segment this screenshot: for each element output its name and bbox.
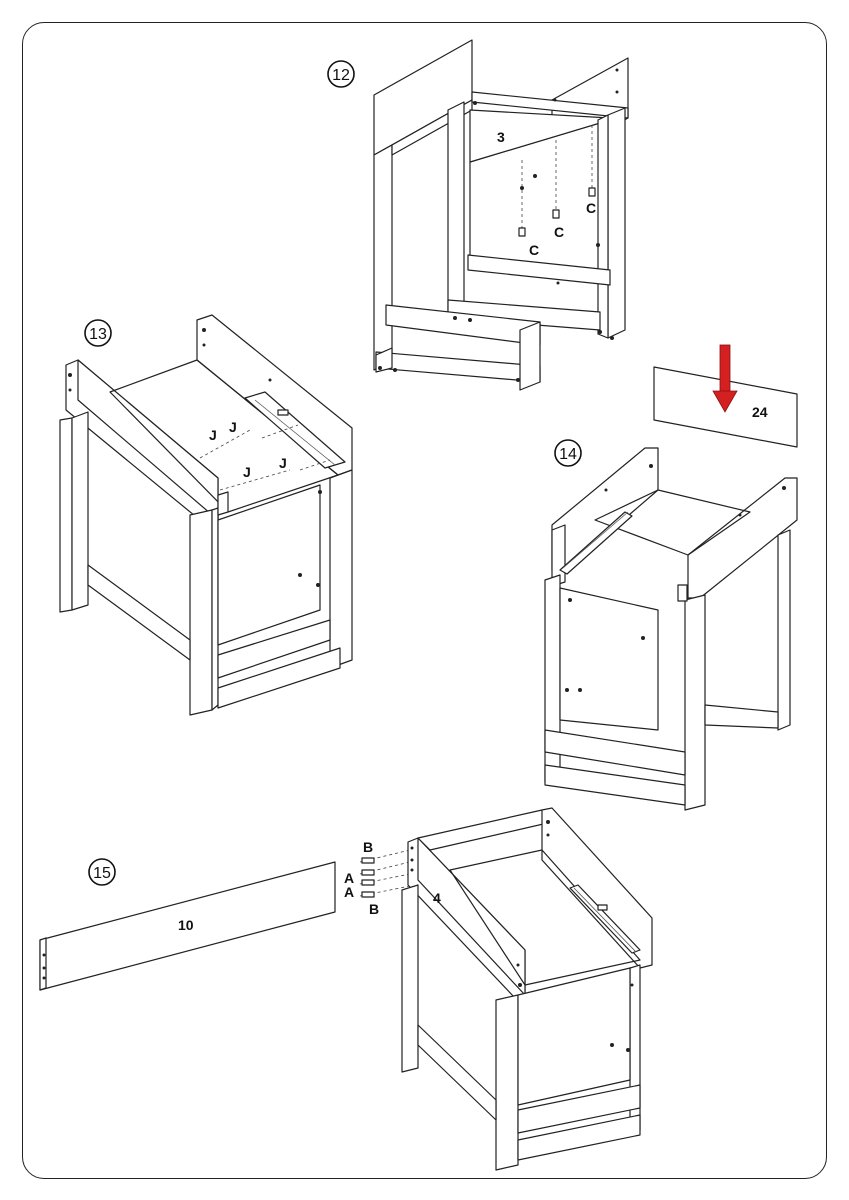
down-arrow-icon <box>712 344 738 413</box>
part-24-label: 24 <box>752 404 768 420</box>
slide-j-label: J <box>209 427 217 443</box>
screw-c-label: C <box>586 200 596 216</box>
step-14-illustration: 24 <box>544 344 798 811</box>
step-15-illustration: 10 B A A B <box>39 807 653 1171</box>
part-10-label: 10 <box>178 917 194 933</box>
fasteners-group <box>359 849 411 898</box>
step-12-badge: 12 <box>327 60 355 88</box>
cam-b-label: B <box>363 839 373 855</box>
cam-b-label: B <box>369 901 379 917</box>
step-15-number: 15 <box>93 865 111 882</box>
step-13-number: 13 <box>89 326 107 343</box>
part-4-label: 4 <box>433 890 441 906</box>
step-12-illustration: 3 C C C <box>373 39 629 391</box>
slide-j-label: J <box>229 419 237 435</box>
dowel-a-label: A <box>344 884 354 900</box>
step-15-badge: 15 <box>88 858 116 886</box>
part-3-label: 3 <box>497 129 505 145</box>
dowel-a-label: A <box>344 870 354 886</box>
step-12-number: 12 <box>332 67 350 84</box>
slide-j-label: J <box>279 455 287 471</box>
screw-c-label: C <box>529 242 539 258</box>
screw-c-label: C <box>554 224 564 240</box>
page-border <box>22 22 827 1179</box>
step-13-illustration: J J J J <box>59 314 353 716</box>
step-14-number: 14 <box>559 446 577 463</box>
step-13-badge: 13 <box>84 319 112 347</box>
slide-j-label: J <box>243 464 251 480</box>
step-14-badge: 14 <box>554 439 582 467</box>
